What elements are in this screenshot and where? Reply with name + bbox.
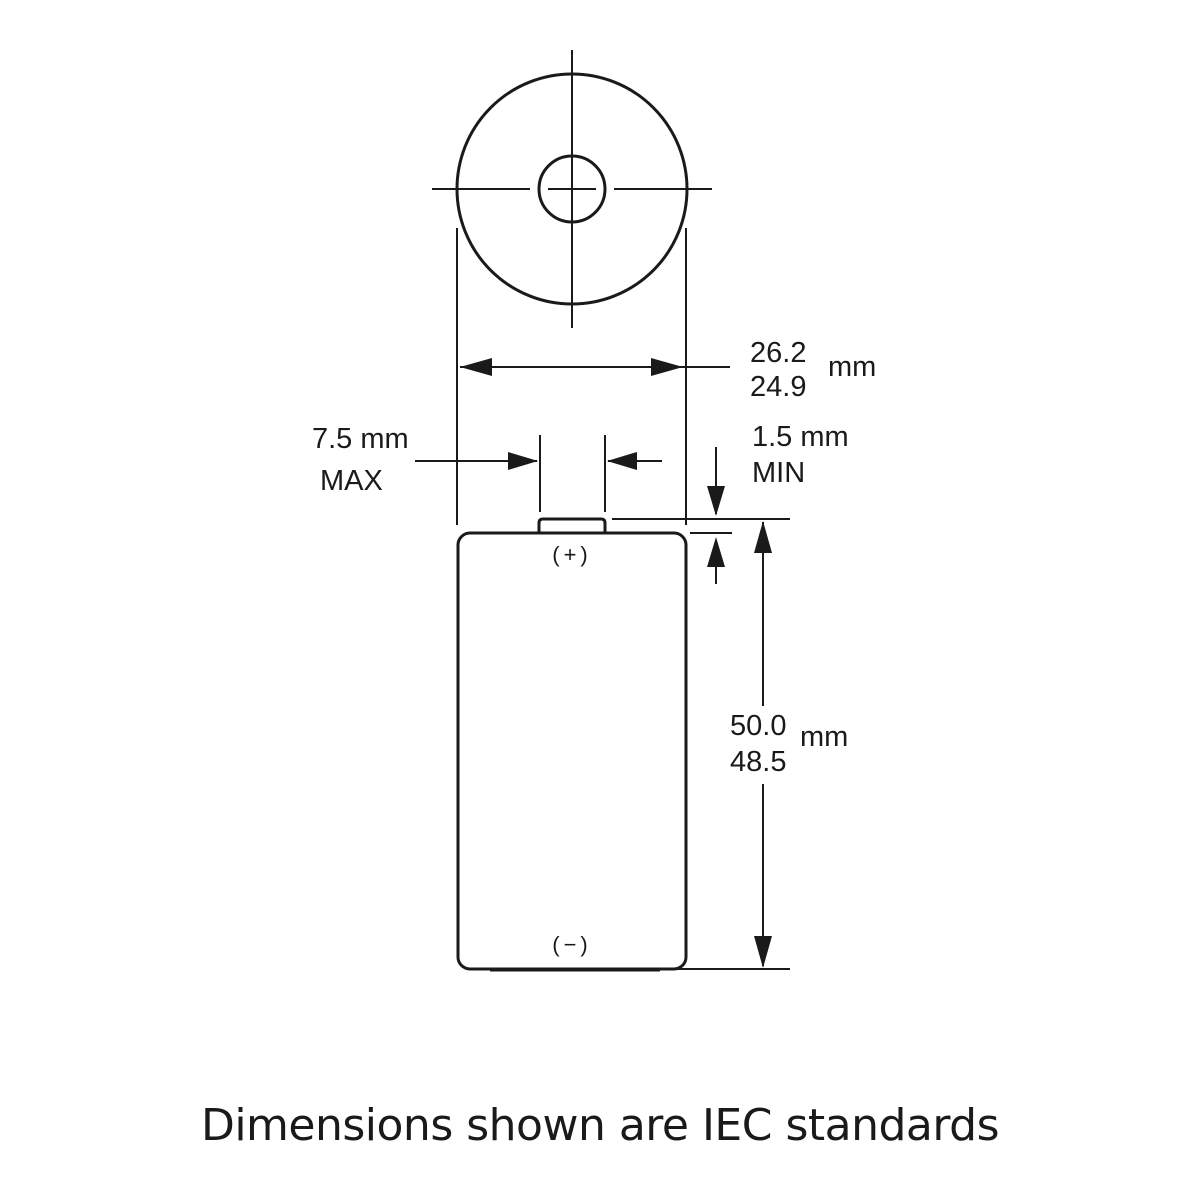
height-min-value: 48.5 [730,746,786,778]
battery-top-view [432,50,712,328]
battery-body [456,531,688,971]
terminal-diameter-qualifier: MAX [320,465,383,497]
battery-side-view: (+) (−) [456,517,688,972]
height-arrowhead-top [754,521,772,553]
negative-terminal-label: (−) [552,932,592,957]
diagram-caption: Dimensions shown are IEC standards [200,1100,1000,1151]
diameter-arrowhead-right [651,358,683,376]
terminal-height-dimension: 1.5 mm MIN [612,421,849,584]
terminal-height-arrowhead-bottom [707,537,725,567]
diameter-unit: mm [828,351,876,383]
terminal-height-qualifier: MIN [752,457,805,489]
terminal-height-value: 1.5 mm [752,421,849,453]
diameter-arrowhead-left [460,358,492,376]
height-arrowhead-bottom [754,936,772,968]
positive-terminal-nub [537,517,607,533]
diameter-max-value: 26.2 [750,337,806,369]
terminal-arrowhead-right [607,452,637,470]
diameter-dimension: 26.2 24.9 mm [460,337,876,403]
terminal-height-arrowhead-top [707,486,725,516]
height-dimension: 50.0 48.5 mm [666,521,848,970]
positive-terminal-label: (+) [552,542,592,567]
terminal-arrowhead-left [508,452,538,470]
terminal-diameter-value: 7.5 mm [312,423,409,455]
terminal-diameter-dimension: 7.5 mm MAX [312,423,662,512]
height-max-value: 50.0 [730,710,786,742]
height-unit: mm [800,721,848,753]
diameter-min-value: 24.9 [750,371,806,403]
